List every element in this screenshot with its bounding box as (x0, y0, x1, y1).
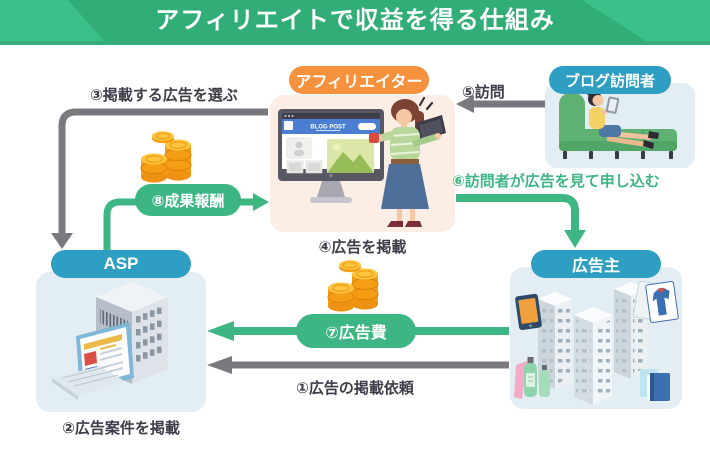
arrow-step6 (456, 194, 586, 248)
blog-visitor-illustration-box (545, 83, 695, 168)
step8-label: ⑧成果報酬 (151, 192, 225, 210)
step2-label: ②広告案件を掲載 (62, 420, 180, 437)
affiliater-label-pill: アフィリエイター (289, 66, 429, 94)
affiliater-illustration-box: BLOG POST (270, 95, 455, 232)
visitor-person-icon (587, 90, 659, 149)
blog-visitor-illustration (559, 90, 677, 159)
cosmetic-bottles-icon (514, 357, 550, 399)
shirt-cards-icon (632, 280, 679, 324)
advertiser-label-pill: 広告主 (531, 250, 661, 278)
title-banner: アフィリエイトで収益を得る仕組み (0, 0, 710, 45)
asp-label: ASP (103, 254, 139, 273)
step7-adfee-pill: ⑦広告費 (296, 314, 416, 348)
blog-visitor-label-pill: ブログ訪問者 (549, 66, 671, 94)
affiliater-label: アフィリエイター (295, 74, 423, 91)
affiliater-illustration: BLOG POST (278, 96, 446, 227)
asp-illustration-box (36, 272, 206, 412)
step1-label: ①広告の掲載依頼 (296, 380, 414, 397)
coins-reward-icon (140, 129, 196, 187)
affiliater-person-icon (369, 96, 446, 227)
step4-label: ④広告を掲載 (318, 239, 407, 256)
step7-label: ⑦広告費 (325, 325, 387, 342)
page-title: アフィリエイトで収益を得る仕組み (155, 7, 555, 34)
books-icon (640, 369, 670, 401)
asp-label-pill: ASP (51, 250, 191, 278)
tablet-product-icon (515, 293, 542, 330)
desktop-monitor-icon: BLOG POST (278, 109, 384, 203)
step8-reward-pill: ⑧成果報酬 (135, 184, 241, 216)
asp-illustration (52, 282, 168, 400)
laptop-webpage-icon (52, 322, 134, 400)
arrow-step1 (207, 356, 509, 374)
step5-label: ⑤訪問 (462, 84, 505, 101)
banner-ribbon (68, 0, 646, 41)
step6-label: ⑥訪問者が広告を見て申し込む (452, 173, 660, 190)
advertiser-illustration (514, 280, 679, 405)
coins-adfee-icon (327, 258, 383, 316)
blog-visitor-label: ブログ訪問者 (564, 72, 655, 90)
step3-label: ③掲載する広告を選ぶ (90, 87, 238, 104)
advertiser-label: 広告主 (571, 258, 620, 275)
tower-windows (136, 307, 162, 362)
advertiser-illustration-box (510, 267, 682, 409)
banner-bottom-edge (0, 41, 710, 45)
office-buildings-icon (538, 282, 648, 405)
blog-header-text: BLOG POST (310, 125, 346, 131)
